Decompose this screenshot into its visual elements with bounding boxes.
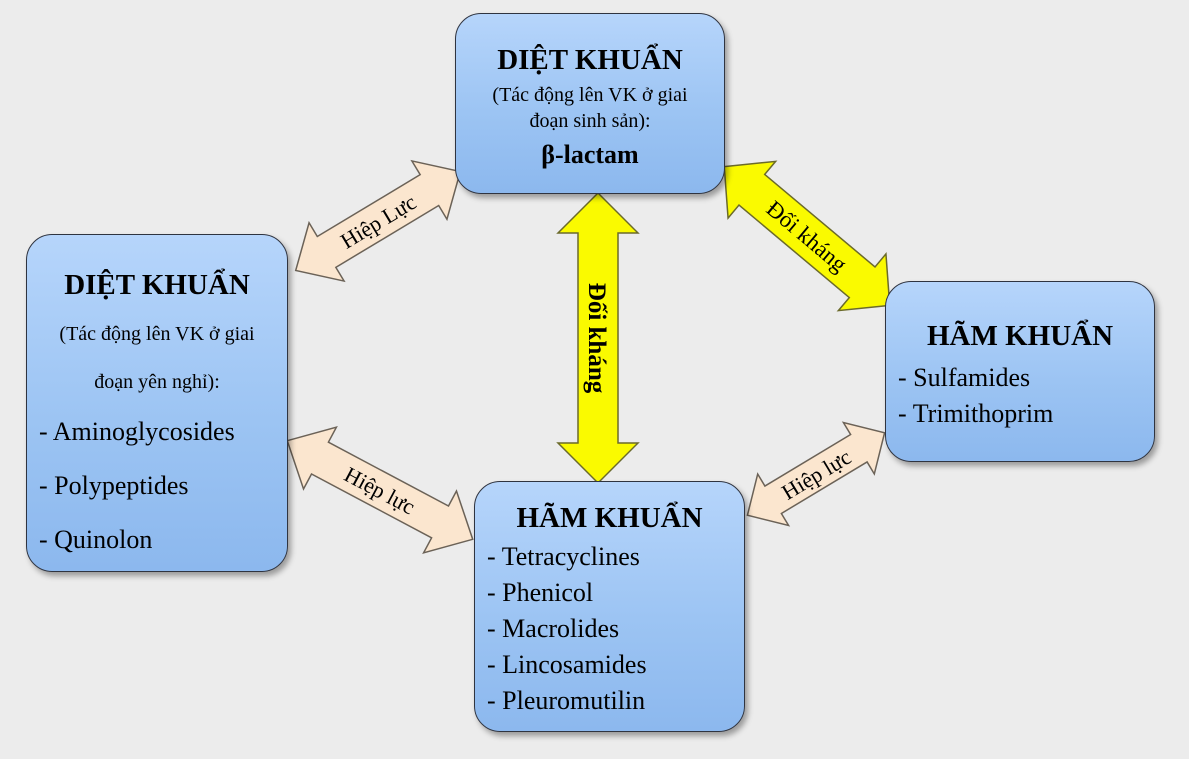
arrow-label-top-bottom: Đối kháng [583, 283, 610, 394]
list-item: - Tetracyclines [487, 542, 640, 571]
list-item: - Macrolides [487, 614, 620, 643]
synergy-arrow-top-left: Hiệp Lực [294, 159, 462, 283]
box-title: DIỆT KHUẨN [64, 269, 250, 301]
list-item: - Pleuromutilin [487, 686, 646, 715]
box-title: HÃM KHUẨN [926, 320, 1114, 352]
bacteriostatic-bottom-box: HÃM KHUẨN - Tetracyclines - Phenicol - M… [474, 481, 745, 732]
drug-list: - Tetracyclines - Phenicol - Macrolides … [487, 540, 647, 720]
list-item: - Trimithoprim [898, 399, 1054, 428]
antagonism-arrow-top-right: Đối kháng [723, 160, 891, 312]
bacteriostatic-right-box: HÃM KHUẨN - Sulfamides - Trimithoprim [885, 281, 1155, 462]
synergy-arrow-bottom-right: Hiệp lực [746, 421, 886, 527]
box-title: HÃM KHUẨN [516, 502, 703, 534]
list-item: - Sulfamides [898, 363, 1031, 392]
list-item: - Lincosamides [487, 650, 647, 679]
antagonism-arrow-top-bottom: Đối kháng [556, 191, 640, 485]
bactericidal-reproduction-box: DIỆT KHUẨN (Tác động lên VK ở giai đoạn … [455, 13, 725, 194]
box-title: DIỆT KHUẨN [497, 44, 683, 76]
list-item: - Polypeptides [39, 471, 189, 500]
drug-list: - Aminoglycosides - Polypeptides - Quino… [39, 415, 235, 577]
box-note-line1: (Tác động lên VK ở giai [59, 323, 255, 345]
box-note-line2: đoạn yên nghỉ): [94, 371, 220, 393]
list-item: - Quinolon [39, 525, 153, 554]
list-item: - Aminoglycosides [39, 417, 235, 446]
box-drug: β-lactam [541, 140, 639, 169]
synergy-arrow-left-bottom: Hiệp lực [286, 425, 474, 555]
list-item: - Phenicol [487, 578, 594, 607]
box-note-line2: đoạn sinh sản): [529, 110, 651, 132]
bactericidal-resting-box: DIỆT KHUẨN (Tác động lên VK ở giai đoạn … [26, 234, 288, 572]
box-note-line1: (Tác động lên VK ở giai [492, 84, 688, 106]
drug-list: - Sulfamides - Trimithoprim [898, 361, 1053, 433]
